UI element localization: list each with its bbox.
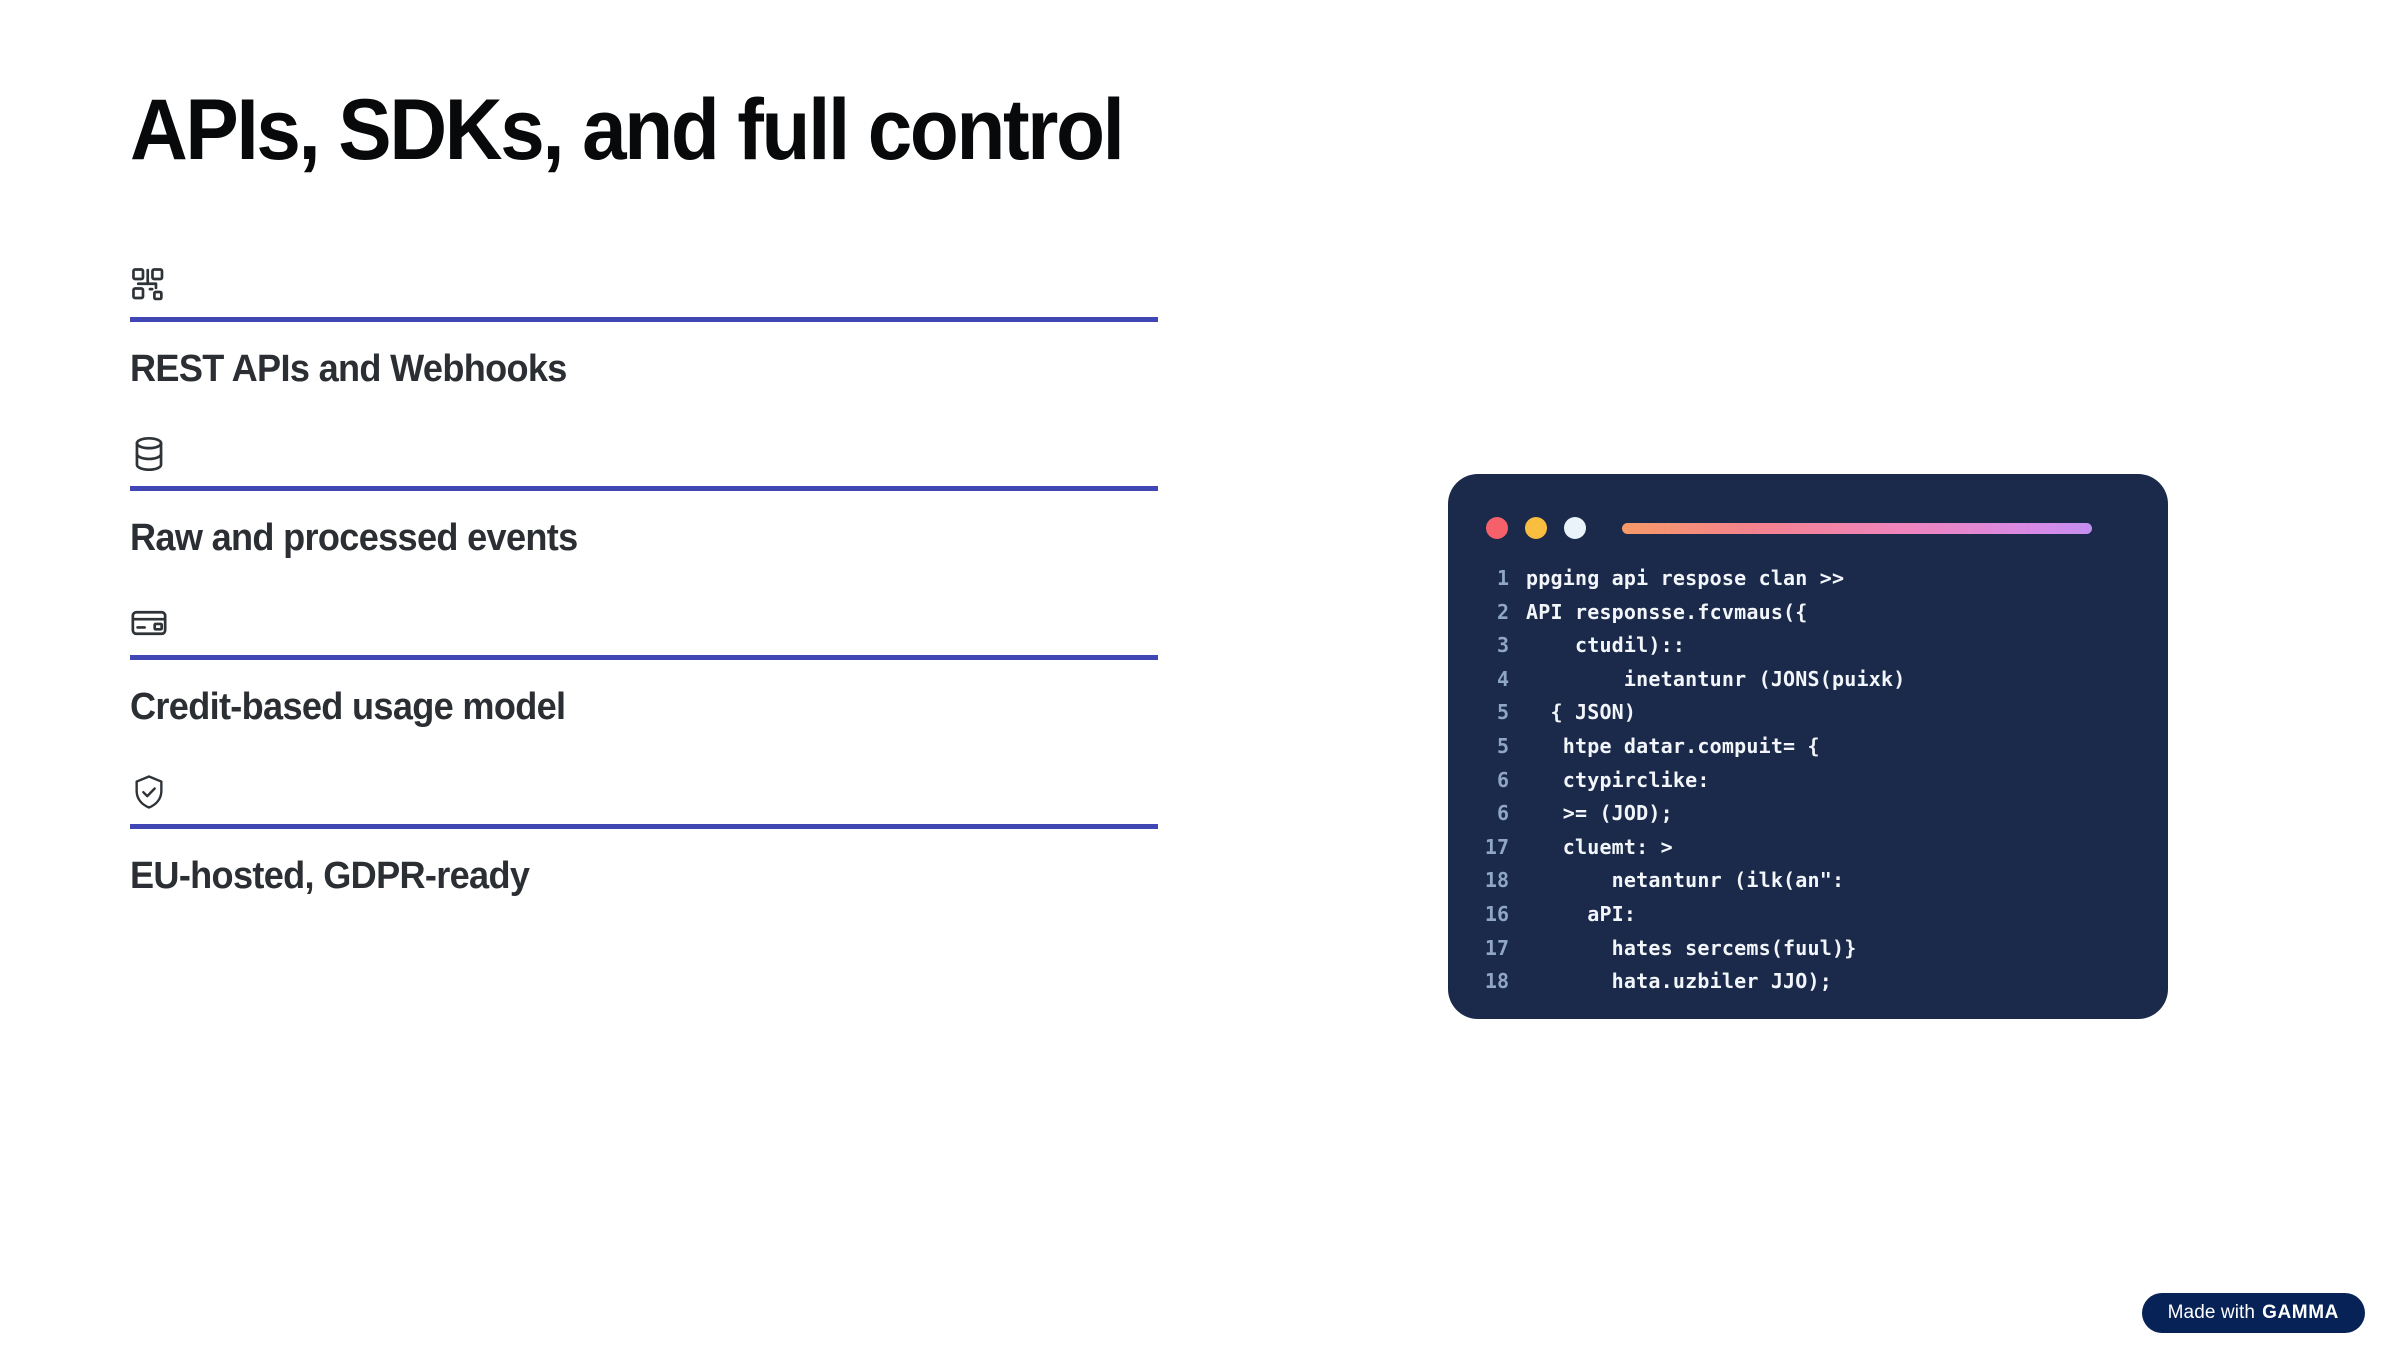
code-line: 1 ppging api respose clan >> (1448, 566, 2168, 600)
badge-prefix-label: Made with (2167, 1302, 2256, 1323)
close-dot-icon[interactable] (1486, 517, 1508, 539)
code-window: 1 ppging api respose clan >> 2 API respo… (1448, 474, 2168, 1019)
code-line-text: htpe datar.compuit= { (1526, 733, 1820, 758)
code-line: 18 netantunr (ilk(an": (1448, 868, 2168, 902)
code-line-number: 16 (1484, 901, 1509, 926)
code-line: 5 htpe datar.compuit= { (1448, 734, 2168, 768)
maximize-dot-icon[interactable] (1564, 517, 1586, 539)
feature-item-events[interactable]: Raw and processed events (130, 427, 1158, 560)
code-line-number: 5 (1496, 700, 1509, 725)
network-nodes-icon (132, 268, 164, 301)
code-line-text: { JSON) (1526, 700, 1637, 725)
feature-label: REST APIs and Webhooks (130, 348, 567, 391)
feature-icon-wrapper (130, 427, 1158, 475)
code-line-number: 6 (1496, 801, 1509, 826)
content-column: APIs, SDKs, and full control RE (130, 85, 1170, 898)
code-line-number: 2 (1496, 599, 1509, 624)
gradient-title-bar (1622, 522, 2092, 534)
code-line: 3 ctudil):: (1448, 633, 2168, 667)
code-line: 17 hates sercems(fuul)} (1448, 936, 2168, 970)
feature-label: EU-hosted, GDPR-ready (130, 855, 530, 898)
code-line: 2 API responsse.fcvmaus({ (1448, 600, 2168, 634)
feature-icon-wrapper (130, 765, 1158, 813)
code-line-text: ctudil):: (1526, 633, 1686, 658)
feature-label: Credit-based usage model (130, 686, 566, 729)
code-line-number: 17 (1484, 935, 1509, 960)
feature-item-credit-model[interactable]: Credit-based usage model (130, 596, 1158, 729)
code-line: 4 inetantunr (JONS(puixk) (1448, 667, 2168, 701)
code-line: 5 { JSON) (1448, 700, 2168, 734)
code-line-number: 3 (1496, 633, 1509, 658)
code-line-text: aPI: (1526, 901, 1637, 926)
feature-label: Raw and processed events (130, 517, 578, 560)
badge-brand-label: GAMMA (2262, 1302, 2339, 1323)
code-line-number: 4 (1496, 666, 1509, 691)
feature-icon-wrapper (130, 258, 1158, 306)
feature-divider (130, 655, 1158, 661)
page-title: APIs, SDKs, and full control (130, 82, 1125, 178)
code-line-number: 18 (1484, 969, 1509, 994)
feature-list: REST APIs and Webhooks Raw and processed… (130, 258, 1170, 898)
code-line-text: >= (JOD); (1526, 801, 1673, 826)
feature-item-rest-apis[interactable]: REST APIs and Webhooks (130, 258, 1158, 391)
code-line-text: API responsse.fcvmaus({ (1526, 599, 1808, 624)
feature-item-gdpr[interactable]: EU-hosted, GDPR-ready (130, 765, 1158, 898)
minimize-dot-icon[interactable] (1525, 517, 1547, 539)
made-with-gamma-badge[interactable]: Made with GAMMA (2141, 1293, 2365, 1333)
code-window-titlebar (1448, 474, 2168, 546)
code-line-text: hata.uzbiler JJO); (1526, 969, 1833, 994)
code-line-text: ppging api respose clan >> (1526, 566, 1845, 590)
code-line-text: cluemt: > (1526, 834, 1673, 859)
code-line-number: 1 (1496, 566, 1509, 590)
code-line: 18 hata.uzbiler JJO); (1448, 969, 2168, 1003)
code-line-number: 6 (1496, 767, 1509, 792)
database-icon (135, 437, 163, 472)
code-line-number: 18 (1484, 868, 1509, 893)
code-line: 6 ctypirclike: (1448, 768, 2168, 802)
code-body: 1 ppging api respose clan >> 2 API respo… (1448, 546, 2168, 1003)
code-line: 6 >= (JOD); (1448, 801, 2168, 835)
code-line: 17 cluemt: > (1448, 835, 2168, 869)
code-line-text: hates sercems(fuul)} (1526, 935, 1857, 960)
feature-icon-wrapper (130, 596, 1158, 644)
feature-divider (130, 486, 1158, 492)
feature-divider (130, 317, 1158, 323)
code-line-number: 17 (1484, 834, 1509, 859)
code-line-text: inetantunr (JONS(puixk) (1526, 666, 1906, 691)
code-line-text: netantunr (ilk(an": (1526, 868, 1845, 893)
code-line: 16 aPI: (1448, 902, 2168, 936)
credit-card-icon (131, 611, 167, 636)
shield-check-icon (135, 775, 163, 810)
feature-divider (130, 824, 1158, 830)
code-line-number: 5 (1496, 733, 1509, 758)
code-line-text: ctypirclike: (1526, 767, 1710, 792)
